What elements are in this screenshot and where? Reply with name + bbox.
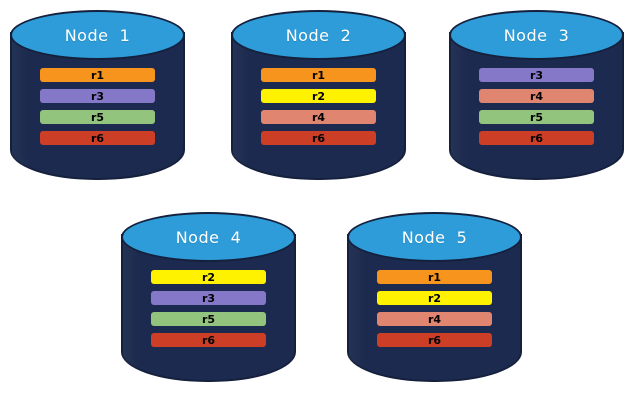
database-node-4[interactable]: Node 4 r2 r3 r5 r6 [121, 212, 296, 392]
replica-bar-r2[interactable]: r2 [261, 89, 376, 103]
database-node-2[interactable]: Node 2 r1 r2 r4 r6 [231, 10, 406, 190]
node-cylinder-top [10, 10, 185, 60]
replica-list: r1 r3 r5 r6 [40, 68, 155, 145]
node-cylinder-top [347, 212, 522, 262]
replica-list: r2 r3 r5 r6 [151, 270, 266, 347]
replica-bar-r3[interactable]: r3 [151, 291, 266, 305]
replica-list: r1 r2 r4 r6 [377, 270, 492, 347]
replica-bar-r5[interactable]: r5 [151, 312, 266, 326]
replica-bar-r4[interactable]: r4 [377, 312, 492, 326]
replica-bar-r2[interactable]: r2 [151, 270, 266, 284]
replica-bar-r4[interactable]: r4 [261, 110, 376, 124]
replica-list: r1 r2 r4 r6 [261, 68, 376, 145]
replica-bar-r6[interactable]: r6 [261, 131, 376, 145]
replica-bar-r5[interactable]: r5 [40, 110, 155, 124]
replica-bar-r6[interactable]: r6 [479, 131, 594, 145]
replica-bar-r3[interactable]: r3 [40, 89, 155, 103]
node-label: Node 2 [285, 25, 352, 45]
replica-bar-r5[interactable]: r5 [479, 110, 594, 124]
replica-bar-r1[interactable]: r1 [377, 270, 492, 284]
replica-bar-r6[interactable]: r6 [40, 131, 155, 145]
replica-bar-r1[interactable]: r1 [261, 68, 376, 82]
node-label: Node 5 [401, 227, 468, 247]
node-label: Node 3 [503, 25, 570, 45]
database-node-5[interactable]: Node 5 r1 r2 r4 r6 [347, 212, 522, 392]
replica-bar-r4[interactable]: r4 [479, 89, 594, 103]
replica-bar-r3[interactable]: r3 [479, 68, 594, 82]
node-label: Node 1 [64, 25, 131, 45]
node-label: Node 4 [175, 227, 242, 247]
replica-bar-r2[interactable]: r2 [377, 291, 492, 305]
replica-bar-r6[interactable]: r6 [377, 333, 492, 347]
database-node-1[interactable]: Node 1 r1 r3 r5 r6 [10, 10, 185, 190]
node-cylinder-top [449, 10, 624, 60]
database-node-3[interactable]: Node 3 r3 r4 r5 r6 [449, 10, 624, 190]
replica-list: r3 r4 r5 r6 [479, 68, 594, 145]
replica-bar-r6[interactable]: r6 [151, 333, 266, 347]
node-cylinder-top [231, 10, 406, 60]
node-cylinder-body [347, 234, 522, 382]
replica-bar-r1[interactable]: r1 [40, 68, 155, 82]
node-cylinder-top [121, 212, 296, 262]
